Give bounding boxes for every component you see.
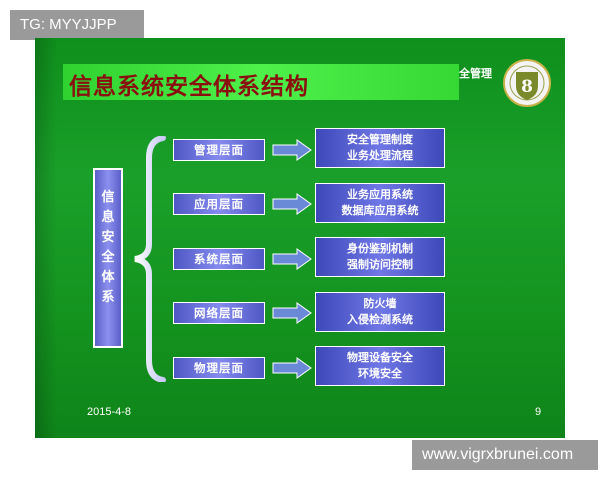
slide-title: 信息系统安全体系结构: [69, 73, 309, 100]
title-bar: 信息系统安全体系结构: [63, 64, 459, 100]
vertical-char: 信: [101, 190, 115, 205]
vertical-char: 体: [101, 270, 115, 285]
layer-box-application: 应用层面: [173, 193, 265, 215]
layer-box-management: 管理层面: [173, 139, 265, 161]
detail-box-application: 业务应用系统 数据库应用系统: [315, 183, 445, 223]
detail-line: 物理设备安全: [347, 351, 413, 364]
vertical-char: 全: [101, 250, 115, 265]
vertical-category-box: 信 息 安 全 体 系: [93, 168, 123, 348]
presentation-slide: 信息系统安全体系结构 全管理 8 信 息 安 全 体 系: [35, 38, 565, 438]
layer-box-system: 系统层面: [173, 248, 265, 270]
detail-line: 数据库应用系统: [341, 204, 419, 217]
vertical-category-label: 信 息 安 全 体 系: [95, 188, 121, 308]
detail-box-management: 安全管理制度 业务处理流程: [315, 128, 445, 168]
slide-date: 2015-4-8: [87, 406, 132, 418]
curly-brace-icon: [134, 136, 166, 382]
detail-line: 业务处理流程: [347, 149, 413, 162]
svg-text:8: 8: [521, 77, 533, 97]
right-arrow-icon: [272, 302, 312, 324]
vertical-char: 息: [101, 210, 115, 225]
right-arrow-icon: [272, 139, 312, 161]
watermark-bottom-label: www.vigrxbrunei.com: [412, 440, 598, 470]
vertical-char: 系: [101, 290, 115, 305]
slide-edge-shadow: [35, 38, 57, 438]
right-arrow-icon: [272, 193, 312, 215]
detail-line: 环境安全: [358, 367, 402, 380]
detail-box-system: 身份鉴别机制 强制访问控制: [315, 237, 445, 277]
detail-line: 业务应用系统: [347, 188, 413, 201]
vertical-char: 安: [101, 230, 115, 245]
corner-caption: 全管理: [459, 67, 492, 80]
right-arrow-icon: [272, 248, 312, 270]
slide-page-number: 9: [535, 406, 542, 418]
right-arrow-icon: [272, 357, 312, 379]
detail-box-physical: 物理设备安全 环境安全: [315, 346, 445, 386]
layer-box-network: 网络层面: [173, 302, 265, 324]
detail-line: 强制访问控制: [347, 258, 413, 271]
detail-line: 入侵检测系统: [347, 313, 413, 326]
detail-box-network: 防火墙 入侵检测系统: [315, 292, 445, 332]
layer-box-physical: 物理层面: [173, 357, 265, 379]
detail-line: 身份鉴别机制: [347, 242, 413, 255]
emblem-logo-icon: 8: [503, 59, 551, 107]
detail-line: 安全管理制度: [347, 133, 413, 146]
detail-line: 防火墙: [363, 297, 397, 310]
watermark-top-label: TG: MYYJJPP: [10, 10, 144, 40]
